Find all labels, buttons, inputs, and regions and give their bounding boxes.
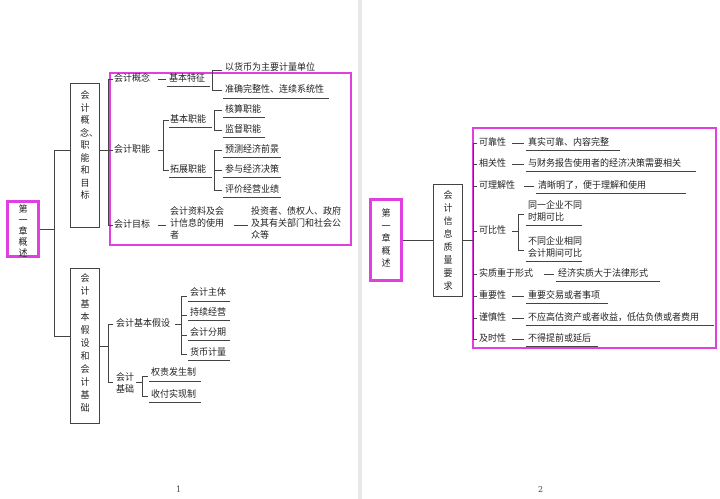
comparability: 可比性 bbox=[479, 226, 507, 236]
relevance: 相关性 bbox=[479, 159, 507, 169]
chapter-box bbox=[6, 200, 40, 258]
accounting-function: 核算职能 bbox=[225, 105, 262, 115]
substance-desc: 经济实质大于法律形式 bbox=[558, 269, 649, 279]
concept-label: 会计概念 bbox=[114, 74, 151, 84]
page-number: 2 bbox=[538, 485, 544, 494]
quality-box bbox=[433, 184, 463, 297]
timeliness: 及时性 bbox=[479, 334, 507, 344]
forecast: 预测经济前景 bbox=[225, 145, 280, 155]
currency-measure: 货币计量 bbox=[190, 348, 227, 358]
goal-info: 会计资料及会计信息的使用者 bbox=[170, 207, 225, 241]
going-concern: 持续经营 bbox=[190, 308, 227, 318]
page-1: 第一章概述 会计概念、职能和目标 会计概念 基本特征 以货币为主要计量单位 准确… bbox=[0, 0, 358, 499]
timeliness-desc: 不得提前或延后 bbox=[528, 334, 592, 344]
concepts-title: 会计概念、职能和目标 bbox=[80, 91, 99, 201]
basis-label: 会计基础 bbox=[116, 373, 135, 395]
entity: 会计主体 bbox=[190, 288, 227, 298]
feature-2: 准确完整性、连续系统性 bbox=[225, 85, 325, 95]
evaluate: 评价经营业绩 bbox=[225, 185, 280, 195]
chapter-title: 第一章概述 bbox=[18, 205, 28, 259]
assumption-label: 会计基本假设 bbox=[116, 319, 171, 329]
decision: 参与经济决策 bbox=[225, 165, 280, 175]
basic-feature-label: 基本特征 bbox=[169, 74, 206, 84]
highlight-frame-concepts bbox=[109, 72, 352, 246]
goal-users: 投资者、债权人、政府及其有关部门和社会公众等 bbox=[251, 207, 342, 241]
relevance-desc: 与财务报告使用者的经济决策需要相关 bbox=[528, 159, 682, 169]
prudence: 谨慎性 bbox=[479, 313, 507, 323]
chapter-title: 第一章概述 bbox=[381, 209, 391, 269]
cash-basis: 收付实现制 bbox=[151, 390, 197, 400]
page-number: 1 bbox=[176, 485, 182, 494]
quality-title: 会计信息质量要求 bbox=[443, 191, 453, 292]
comparability-desc-1: 同一企业不同时期可比 bbox=[528, 201, 583, 223]
materiality-desc: 重要交易或者事项 bbox=[528, 291, 601, 301]
understandability: 可理解性 bbox=[479, 181, 516, 191]
supervision-function: 监督职能 bbox=[225, 125, 262, 135]
feature-1: 以货币为主要计量单位 bbox=[225, 63, 316, 73]
understandability-desc: 清晰明了，便于理解和使用 bbox=[538, 181, 647, 191]
accounting-period: 会计分期 bbox=[190, 328, 227, 338]
page-2: 第一章概述 会计信息质量要求 可靠性 真实可靠、内容完整 相关性 与财务报告使用… bbox=[362, 0, 720, 499]
goal-label: 会计目标 bbox=[114, 220, 151, 230]
concepts-box bbox=[70, 83, 100, 228]
materiality: 重要性 bbox=[479, 291, 507, 301]
prudence-desc: 不应高估资产或者收益，低估负债或者费用 bbox=[528, 313, 700, 323]
comparability-desc-2: 不同企业相同会计期间可比 bbox=[528, 237, 583, 259]
chapter-box bbox=[369, 198, 403, 282]
assumptions-title: 会计基本假设和会计基础 bbox=[80, 274, 90, 414]
substance-over-form: 实质重于形式 bbox=[479, 269, 534, 279]
extended-function-label: 拓展职能 bbox=[170, 165, 207, 175]
accrual-basis: 权责发生制 bbox=[151, 368, 197, 378]
assumptions-box bbox=[70, 268, 100, 424]
basic-function-label: 基本职能 bbox=[170, 115, 207, 125]
reliability: 可靠性 bbox=[479, 138, 507, 148]
function-label: 会计职能 bbox=[114, 145, 151, 155]
reliability-desc: 真实可靠、内容完整 bbox=[528, 138, 610, 148]
